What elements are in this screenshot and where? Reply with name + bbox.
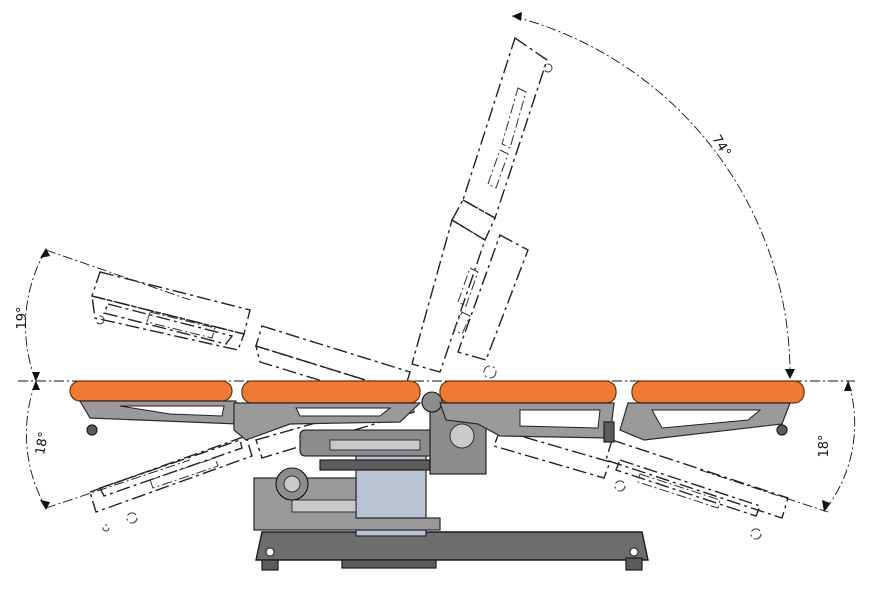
label-head-up: 19°: [15, 306, 30, 329]
label-head-down: 18°: [33, 431, 52, 456]
tilt-mechanism: [275, 391, 487, 501]
extension-line: [45, 249, 191, 301]
arrowhead: [32, 372, 40, 381]
table-base: [255, 531, 649, 571]
ghost-leg-down: [493, 429, 789, 540]
arrowhead: [844, 381, 852, 391]
label-back-up: 74°: [709, 132, 734, 159]
arc-head-down: [25, 380, 47, 509]
head-section: [69, 380, 239, 436]
seat-section: [439, 380, 617, 443]
ghost-back-up: [411, 36, 553, 379]
extension-line: [699, 469, 829, 513]
arc-back-up: [511, 15, 791, 379]
arc-head-up: [25, 249, 47, 382]
arrowhead: [32, 381, 40, 390]
arrowhead: [512, 12, 522, 21]
leg-section: [619, 380, 805, 441]
arrowhead: [785, 369, 795, 379]
extension-line: [45, 459, 191, 509]
arrowhead: [822, 500, 830, 512]
label-leg-down: 18°: [817, 434, 832, 457]
upper-back-section: [233, 380, 422, 441]
arrowhead: [40, 500, 50, 510]
arc-leg-down: [824, 380, 856, 511]
arrowhead: [40, 248, 50, 258]
